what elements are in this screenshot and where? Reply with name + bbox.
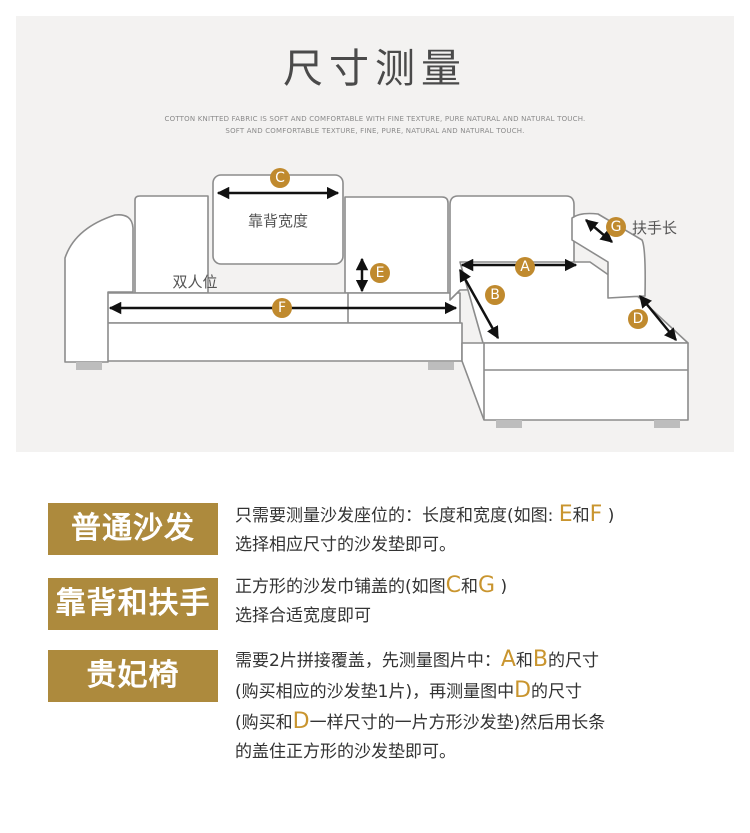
arrow-b xyxy=(458,268,500,340)
highlight-letter: A xyxy=(500,647,516,672)
desc-back-and-armrest: 正方形的沙发巾铺盖的(如图C和G ) 选择合适宽度即可 xyxy=(235,571,507,631)
desc-line: 选择相应尺寸的沙发垫即可。 xyxy=(235,535,456,555)
subtitle-line-2: SOFT AND COMFORTABLE TEXTURE, FINE, PURE… xyxy=(225,127,525,135)
desc-line: 需要2片拼接覆盖，先测量图片中：A和B的尺寸 xyxy=(235,647,599,672)
sofa-foot xyxy=(76,362,102,370)
desc-line: (购买相应的沙发垫1片)，再测量图中D的尺寸 xyxy=(235,678,583,703)
highlight-letter: D xyxy=(292,709,310,734)
highlight-letter: C xyxy=(445,573,462,598)
armrest-length-label: 扶手长 xyxy=(632,219,677,237)
marker-b xyxy=(485,285,505,305)
desc-line: 的盖住正方形的沙发垫即可。 xyxy=(235,742,456,762)
desc-regular-sofa: 只需要测量沙发座位的：长度和宽度(如图: E和F ) 选择相应尺寸的沙发垫即可。 xyxy=(235,500,614,560)
back-cushion-left xyxy=(134,195,209,294)
back-cushion-middle xyxy=(344,196,449,294)
desc-line: 只需要测量沙发座位的：长度和宽度(如图: E和F ) xyxy=(235,502,615,527)
highlight-letter: D xyxy=(514,678,532,703)
chaise-base xyxy=(461,342,689,421)
left-armrest xyxy=(64,213,134,363)
badge-regular-sofa: 普通沙发 xyxy=(48,503,218,555)
double-seat-label: 双人位 xyxy=(172,273,217,291)
marker-c xyxy=(270,168,290,188)
highlight-letter: F xyxy=(589,502,603,527)
marker-b-label: B xyxy=(490,287,500,303)
marker-e xyxy=(370,263,390,283)
marker-g-label: G xyxy=(611,219,622,235)
highlight-letter: B xyxy=(532,647,548,672)
back-width-label: 靠背宽度 xyxy=(248,212,308,230)
desc-line: 选择合适宽度即可 xyxy=(235,606,371,626)
marker-d-label: D xyxy=(633,311,644,327)
highlight-letter: G xyxy=(478,573,496,598)
badge-back-and-armrest: 靠背和扶手 xyxy=(48,578,218,630)
sofa-base xyxy=(99,322,463,362)
marker-a xyxy=(515,257,535,277)
badge-chaise: 贵妃椅 xyxy=(48,650,218,702)
sofa-measurement-diagram: C E F A B G D 靠背宽度 双人位 扶手长 xyxy=(64,168,689,428)
marker-d xyxy=(628,309,648,329)
marker-f xyxy=(272,298,292,318)
marker-c-label: C xyxy=(275,170,285,186)
desc-line: (购买和D一样尺寸的一片方形沙发垫)然后用长条 xyxy=(235,709,606,734)
sofa-foot xyxy=(496,420,522,428)
marker-a-label: A xyxy=(520,259,530,275)
subtitle-line-1: COTTON KNITTED FABRIC IS SOFT AND COMFOR… xyxy=(164,115,586,123)
arrow-d xyxy=(639,295,677,341)
page-title: 尺寸测量 xyxy=(283,46,467,92)
marker-e-label: E xyxy=(376,265,385,281)
desc-line: 正方形的沙发巾铺盖的(如图C和G ) xyxy=(235,573,508,598)
desc-chaise: 需要2片拼接覆盖，先测量图片中：A和B的尺寸 (购买相应的沙发垫1片)，再测量图… xyxy=(235,645,605,767)
sofa-foot xyxy=(428,362,454,370)
sofa-foot xyxy=(654,420,680,428)
arrow-g xyxy=(585,219,613,243)
marker-g xyxy=(606,217,626,237)
marker-f-label: F xyxy=(278,300,286,316)
highlight-letter: E xyxy=(558,502,573,527)
